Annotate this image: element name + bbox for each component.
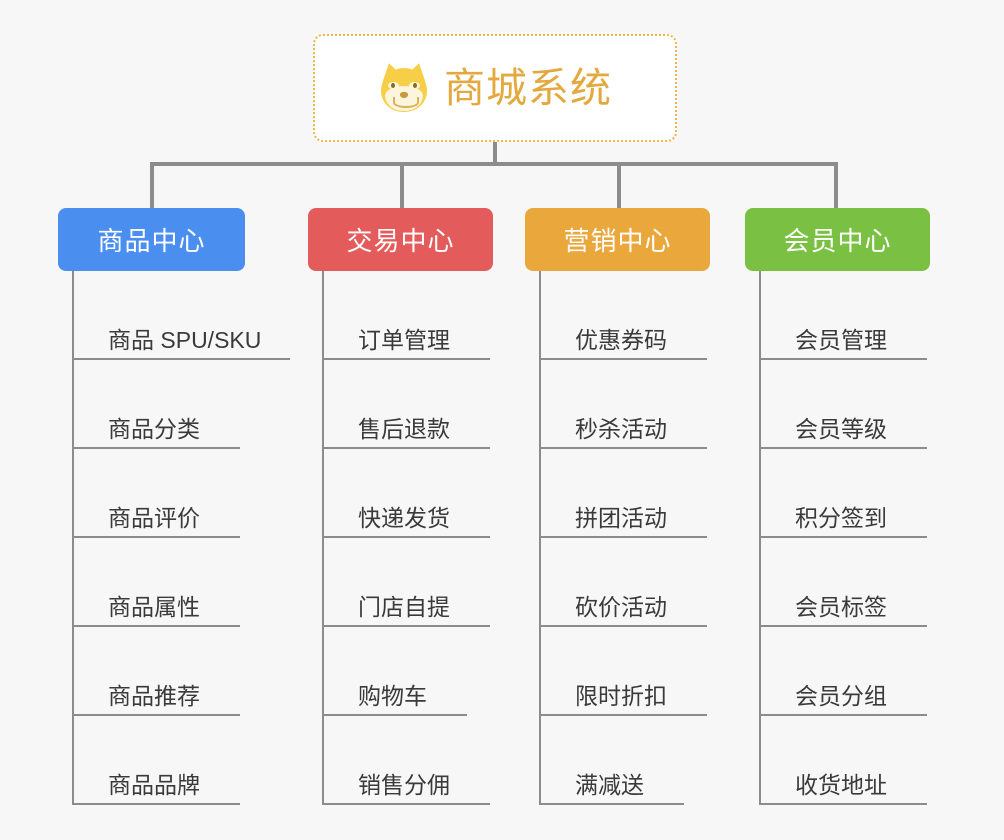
leaf-rule: [74, 536, 240, 538]
leaf-label: 会员管理: [795, 326, 887, 353]
leaf-label: 售后退款: [358, 415, 450, 442]
root-title: 商城系统: [444, 64, 612, 111]
list-item[interactable]: 商品品牌: [74, 716, 261, 805]
leaf-label: 购物车: [358, 682, 427, 709]
leaf-rule: [761, 447, 927, 449]
branch-trade-center: 交易中心 订单管理 售后退款 快递发货 门店自提 购物车: [308, 208, 493, 805]
leaf-label: 会员标签: [795, 593, 887, 620]
leaf-label: 会员等级: [795, 415, 887, 442]
list-item[interactable]: 商品评价: [74, 449, 261, 538]
list-item[interactable]: 售后退款: [324, 360, 493, 449]
branch-product-center: 商品中心 商品 SPU/SKU 商品分类 商品评价 商品属性 商品推荐: [58, 208, 290, 805]
branch-header-label: 商品中心: [97, 226, 206, 256]
list-item[interactable]: 拼团活动: [541, 449, 710, 538]
list-item[interactable]: 商品推荐: [74, 627, 261, 716]
list-item[interactable]: 订单管理: [324, 271, 493, 360]
root-node[interactable]: 商城系统: [313, 34, 677, 142]
leaf-rule: [761, 536, 927, 538]
leaf-rule: [324, 803, 490, 805]
list-item[interactable]: 优惠券码: [541, 271, 710, 360]
list-item[interactable]: 商品属性: [74, 538, 261, 627]
leaf-label: 限时折扣: [575, 682, 667, 709]
list-item[interactable]: 门店自提: [324, 538, 493, 627]
connector-drop-3: [617, 162, 621, 209]
list-item[interactable]: 商品分类: [74, 360, 261, 449]
list-item[interactable]: 会员管理: [761, 271, 930, 360]
leaf-rule: [74, 803, 240, 805]
leaf-rule: [74, 714, 240, 716]
leaf-label: 拼团活动: [575, 504, 667, 531]
leaf-rule: [324, 714, 467, 716]
leaf-label: 商品属性: [108, 593, 200, 620]
list-item[interactable]: 商品 SPU/SKU: [74, 271, 290, 360]
list-item[interactable]: 满减送: [541, 716, 710, 805]
leaf-label: 商品品牌: [108, 771, 200, 798]
leaf-rule: [541, 447, 707, 449]
leaf-label: 订单管理: [358, 326, 450, 353]
branch-header-marketing-center[interactable]: 营销中心: [525, 208, 710, 271]
list-item[interactable]: 秒杀活动: [541, 360, 710, 449]
list-item[interactable]: 砍价活动: [541, 538, 710, 627]
branch-header-member-center[interactable]: 会员中心: [745, 208, 930, 271]
leaf-rule: [74, 625, 240, 627]
list-item[interactable]: 快递发货: [324, 449, 493, 538]
dog-face-icon: [378, 60, 430, 114]
leaf-label: 商品推荐: [108, 682, 200, 709]
list-item[interactable]: 收货地址: [761, 716, 930, 805]
leaf-label: 积分签到: [795, 504, 887, 531]
leaf-rule: [761, 714, 927, 716]
leaf-list-member-center: 会员管理 会员等级 积分签到 会员标签 会员分组 收货地址: [759, 271, 930, 805]
connector-drop-4: [834, 162, 838, 209]
leaf-rule: [541, 358, 707, 360]
branch-member-center: 会员中心 会员管理 会员等级 积分签到 会员标签 会员分组: [745, 208, 930, 805]
leaf-rule: [324, 536, 490, 538]
leaf-list-product-center: 商品 SPU/SKU 商品分类 商品评价 商品属性 商品推荐 商品品牌: [72, 271, 290, 805]
leaf-list-trade-center: 订单管理 售后退款 快递发货 门店自提 购物车 销售分佣: [322, 271, 493, 805]
branch-marketing-center: 营销中心 优惠券码 秒杀活动 拼团活动 砍价活动 限时折扣: [525, 208, 710, 805]
connector-drop-2: [400, 162, 404, 209]
leaf-rule: [761, 358, 927, 360]
leaf-label: 砍价活动: [575, 593, 667, 620]
connector-drop-1: [150, 162, 154, 209]
leaf-rule: [761, 803, 927, 805]
leaf-list-marketing-center: 优惠券码 秒杀活动 拼团活动 砍价活动 限时折扣 满减送: [539, 271, 710, 805]
list-item[interactable]: 会员标签: [761, 538, 930, 627]
list-item[interactable]: 会员分组: [761, 627, 930, 716]
leaf-rule: [74, 358, 290, 360]
leaf-label: 销售分佣: [358, 771, 450, 798]
leaf-rule: [541, 625, 707, 627]
leaf-label: 满减送: [575, 771, 644, 798]
connector-horizontal-bus: [150, 162, 838, 166]
leaf-rule: [324, 447, 490, 449]
leaf-label: 会员分组: [795, 682, 887, 709]
leaf-rule: [74, 447, 240, 449]
leaf-label: 商品评价: [108, 504, 200, 531]
leaf-rule: [541, 803, 684, 805]
leaf-label: 秒杀活动: [575, 415, 667, 442]
leaf-label: 商品 SPU/SKU: [108, 326, 262, 353]
list-item[interactable]: 销售分佣: [324, 716, 493, 805]
branch-header-product-center[interactable]: 商品中心: [58, 208, 245, 271]
branch-header-label: 营销中心: [563, 226, 672, 256]
leaf-label: 收货地址: [795, 771, 887, 798]
leaf-rule: [541, 714, 707, 716]
leaf-label: 优惠券码: [575, 326, 667, 353]
list-item[interactable]: 限时折扣: [541, 627, 710, 716]
list-item[interactable]: 积分签到: [761, 449, 930, 538]
branch-header-label: 交易中心: [346, 226, 455, 256]
list-item[interactable]: 会员等级: [761, 360, 930, 449]
leaf-rule: [541, 536, 707, 538]
leaf-rule: [324, 358, 490, 360]
branch-header-label: 会员中心: [783, 226, 892, 256]
leaf-rule: [324, 625, 490, 627]
list-item[interactable]: 购物车: [324, 627, 493, 716]
leaf-label: 商品分类: [108, 415, 200, 442]
branch-header-trade-center[interactable]: 交易中心: [308, 208, 493, 271]
connector-root-stem: [493, 142, 497, 165]
leaf-label: 门店自提: [358, 593, 450, 620]
leaf-label: 快递发货: [358, 504, 450, 531]
leaf-rule: [761, 625, 927, 627]
